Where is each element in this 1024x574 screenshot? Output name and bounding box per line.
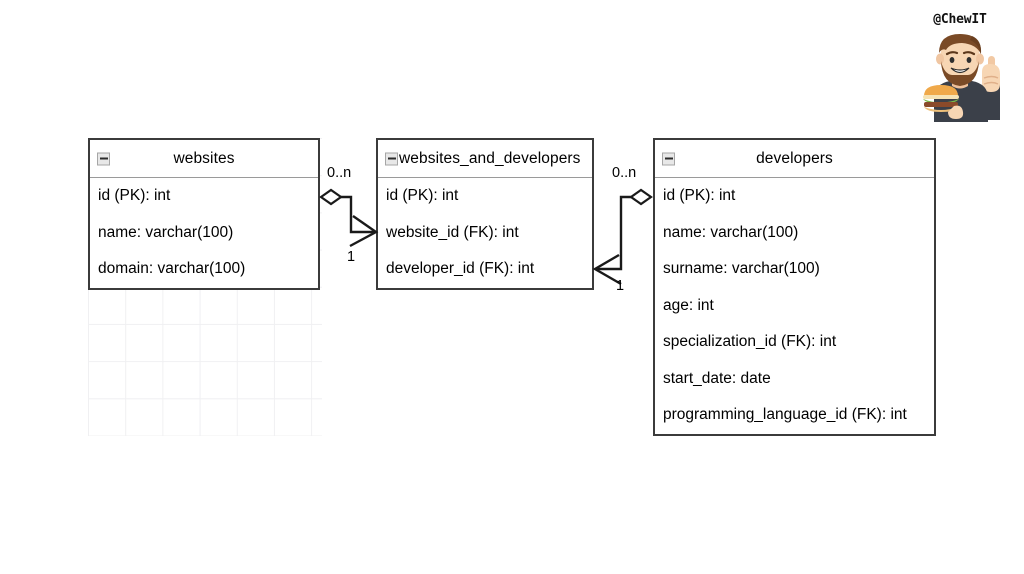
minus-box-icon[interactable]: [97, 152, 110, 165]
burger-icon: [923, 85, 959, 112]
watermark: @ChewIT: [902, 4, 1018, 122]
entity-title: websites: [173, 149, 235, 167]
cardinality-label: 0..n: [327, 165, 352, 181]
entity-field: developer_id (FK): int: [386, 260, 535, 278]
avatar-illustration: [923, 34, 1000, 122]
connector-line: [341, 195, 375, 234]
diamond-symbol: [629, 188, 653, 206]
cardinality-label: 1: [616, 278, 625, 294]
watermark-handle: @ChewIT: [933, 12, 987, 27]
beard: [941, 61, 979, 86]
entity-field: id (PK): int: [663, 187, 736, 205]
relationship-websites-to-join: [319, 188, 379, 248]
entity-title: developers: [756, 149, 833, 167]
head: [940, 36, 980, 80]
entity-field: id (PK): int: [98, 187, 171, 205]
entity-header: developers: [655, 140, 934, 178]
entity-field-list: id (PK): int website_id (FK): int develo…: [378, 178, 592, 288]
entity-field: age: int: [663, 296, 714, 314]
entity-table-developers[interactable]: developers id (PK): int name: varchar(10…: [653, 138, 936, 436]
minus-box-icon[interactable]: [385, 152, 398, 165]
connector-line: [596, 195, 631, 271]
relationship-developers-to-join: [592, 188, 653, 286]
entity-table-websites[interactable]: websites id (PK): int name: varchar(100)…: [88, 138, 320, 290]
entity-field-list: id (PK): int name: varchar(100) surname:…: [655, 178, 934, 434]
entity-field: website_id (FK): int: [386, 223, 519, 241]
entity-header: websites: [90, 140, 318, 178]
entity-field: surname: varchar(100): [663, 260, 820, 278]
entity-header: websites_and_developers: [378, 140, 592, 178]
cardinality-label: 0..n: [612, 165, 637, 181]
entity-field: start_date: date: [663, 369, 771, 387]
entity-field: name: varchar(100): [663, 223, 799, 241]
entity-field: id (PK): int: [386, 187, 459, 205]
diamond-symbol: [319, 188, 343, 206]
entity-field-list: id (PK): int name: varchar(100) domain: …: [90, 178, 318, 288]
entity-title: websites_and_developers: [399, 149, 581, 167]
entity-field: domain: varchar(100): [98, 260, 246, 278]
entity-field: specialization_id (FK): int: [663, 333, 837, 351]
entity-table-websites-and-developers[interactable]: websites_and_developers id (PK): int web…: [376, 138, 594, 290]
entity-field: name: varchar(100): [98, 223, 234, 241]
entity-field: programming_language_id (FK): int: [663, 406, 907, 424]
cardinality-label: 1: [347, 249, 356, 265]
minus-box-icon[interactable]: [662, 152, 675, 165]
arrow-head: [349, 215, 379, 248]
